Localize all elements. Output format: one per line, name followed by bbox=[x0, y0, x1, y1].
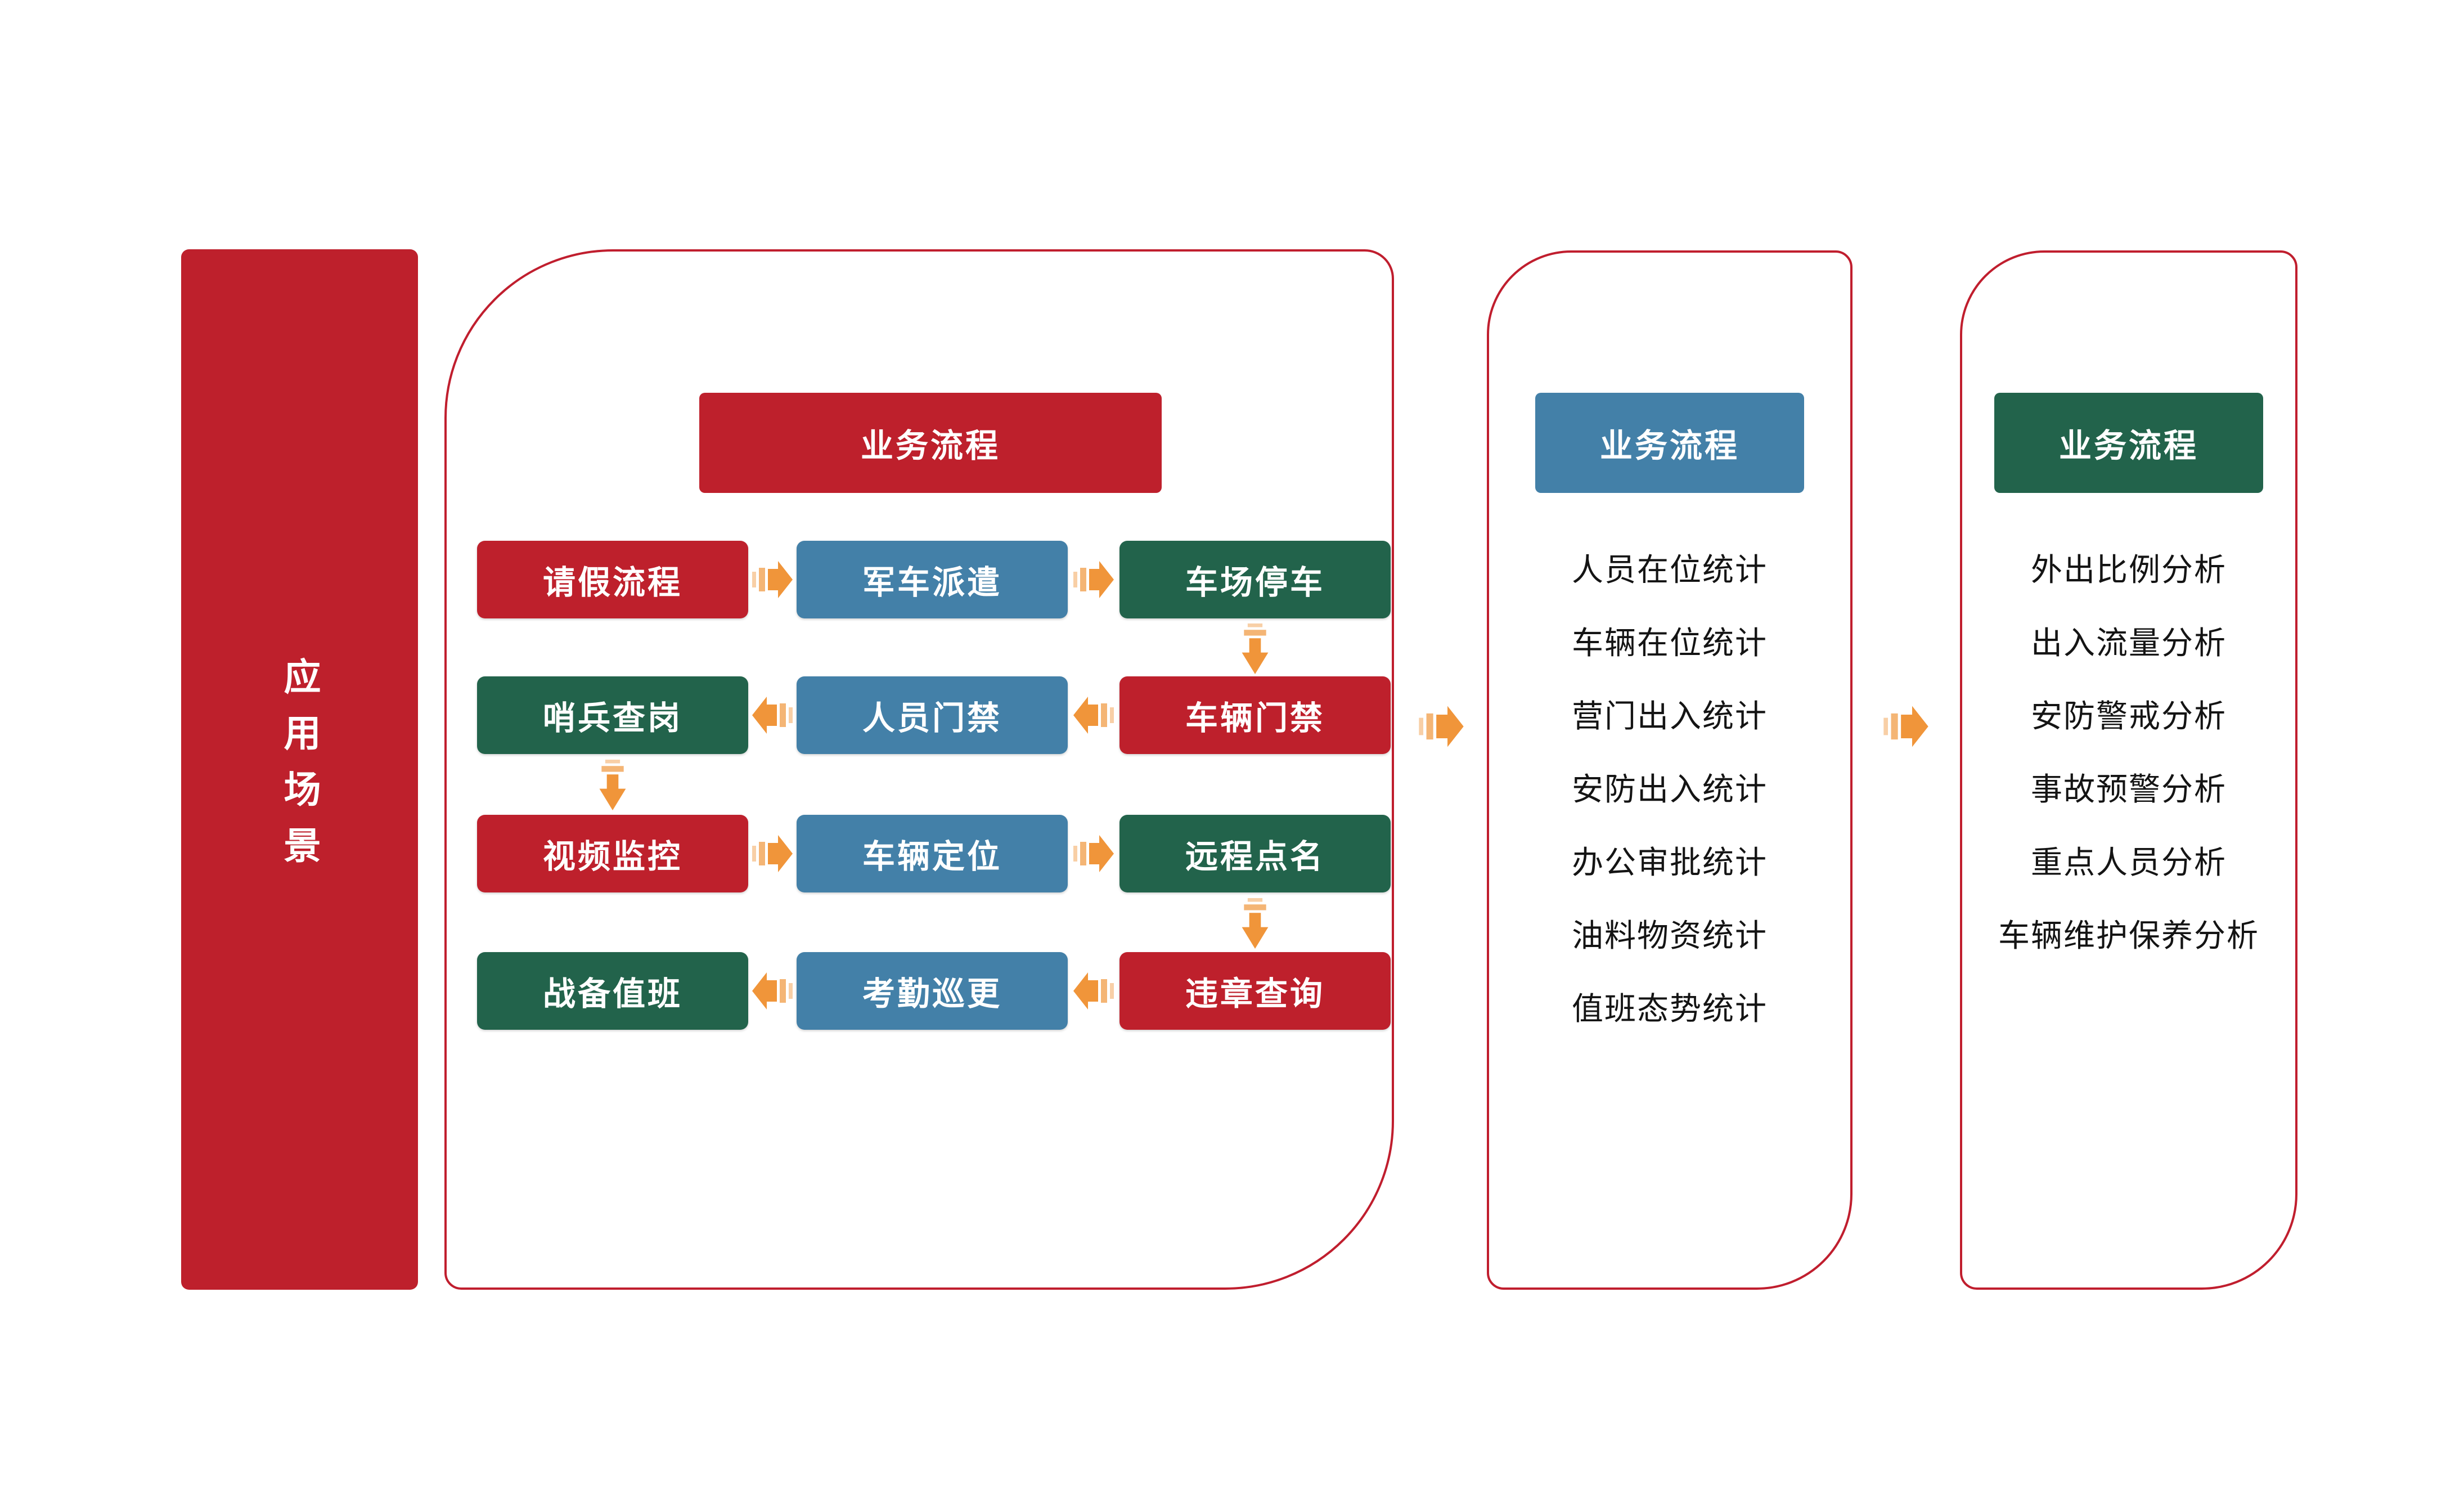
list-item: 安防出入统计 bbox=[1572, 771, 1768, 807]
striped-arrow-down-icon bbox=[1239, 623, 1271, 674]
panel-connector-arrow-icon bbox=[1419, 702, 1464, 751]
striped-arrow-right-icon bbox=[1073, 832, 1114, 876]
panel-connector-arrow-icon bbox=[1883, 702, 1928, 751]
flow-box-combat-duty: 战备值班 bbox=[477, 952, 748, 1030]
striped-arrow-right-icon bbox=[752, 558, 793, 602]
flow-box-personnel-access: 人员门禁 bbox=[797, 676, 1068, 754]
list-item: 办公审批统计 bbox=[1572, 844, 1768, 880]
list-item: 人员在位统计 bbox=[1572, 551, 1768, 587]
list-item: 外出比例分析 bbox=[2031, 551, 2227, 587]
striped-arrow-left-icon bbox=[1073, 693, 1114, 737]
striped-arrow-right-icon bbox=[1073, 558, 1114, 602]
flow-box-attendance-patrol: 考勤巡更 bbox=[797, 952, 1068, 1030]
flow-box-violation-query: 违章查询 bbox=[1119, 952, 1391, 1030]
striped-arrow-left-icon bbox=[1073, 969, 1114, 1013]
list-item: 出入流量分析 bbox=[2031, 625, 2227, 661]
striped-arrow-right-icon bbox=[752, 832, 793, 876]
striped-arrow-left-icon bbox=[752, 969, 793, 1013]
list-item: 值班态势统计 bbox=[1572, 990, 1768, 1026]
list-item: 安防警戒分析 bbox=[2031, 698, 2227, 734]
flow-box-leave-process: 请假流程 bbox=[477, 541, 748, 618]
flow-box-military-dispatch: 军车派遣 bbox=[797, 541, 1068, 618]
list-item: 事故预警分析 bbox=[2031, 771, 2227, 807]
business-flow-header-red: 业务流程 bbox=[699, 393, 1162, 493]
flow-box-remote-rollcall: 远程点名 bbox=[1119, 815, 1391, 892]
application-scenario-label: 应用场景 bbox=[278, 657, 321, 882]
striped-arrow-down-icon bbox=[1239, 898, 1271, 949]
business-flow-header-green: 业务流程 bbox=[1994, 393, 2263, 493]
application-scenario-banner: 应用场景 bbox=[181, 249, 418, 1290]
statistics-list: 人员在位统计 车辆在位统计 营门出入统计 安防出入统计 办公审批统计 油料物资统… bbox=[1487, 531, 1853, 1043]
list-item: 油料物资统计 bbox=[1572, 917, 1768, 953]
flow-box-vehicle-access: 车辆门禁 bbox=[1119, 676, 1391, 754]
business-flow-header-blue: 业务流程 bbox=[1535, 393, 1804, 493]
flow-box-sentry-check: 哨兵查岗 bbox=[477, 676, 748, 754]
flow-box-vehicle-locate: 车辆定位 bbox=[797, 815, 1068, 892]
list-item: 车辆在位统计 bbox=[1572, 625, 1768, 661]
list-item: 重点人员分析 bbox=[2031, 844, 2227, 880]
list-item: 车辆维护保养分析 bbox=[1998, 917, 2259, 953]
list-item: 营门出入统计 bbox=[1572, 698, 1768, 734]
analysis-list: 外出比例分析 出入流量分析 安防警戒分析 事故预警分析 重点人员分析 车辆维护保… bbox=[1960, 531, 2297, 970]
flow-box-video-monitor: 视频监控 bbox=[477, 815, 748, 892]
striped-arrow-down-icon bbox=[597, 760, 628, 810]
striped-arrow-left-icon bbox=[752, 693, 793, 737]
flow-box-parking: 车场停车 bbox=[1119, 541, 1391, 618]
